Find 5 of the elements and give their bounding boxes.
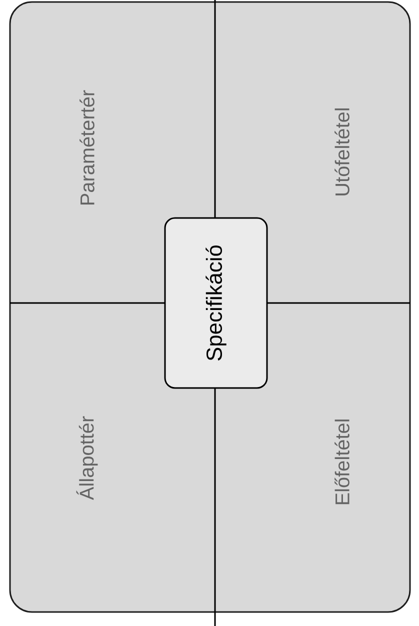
- quadrant-label: Utófeltétel: [334, 108, 350, 196]
- process-box: Specifikáció: [164, 217, 268, 389]
- quadrant-label: Állapottér: [76, 416, 98, 500]
- quadrant-label: Előfeltétel: [334, 420, 350, 504]
- quadrant-label: Paramétertér: [80, 90, 94, 204]
